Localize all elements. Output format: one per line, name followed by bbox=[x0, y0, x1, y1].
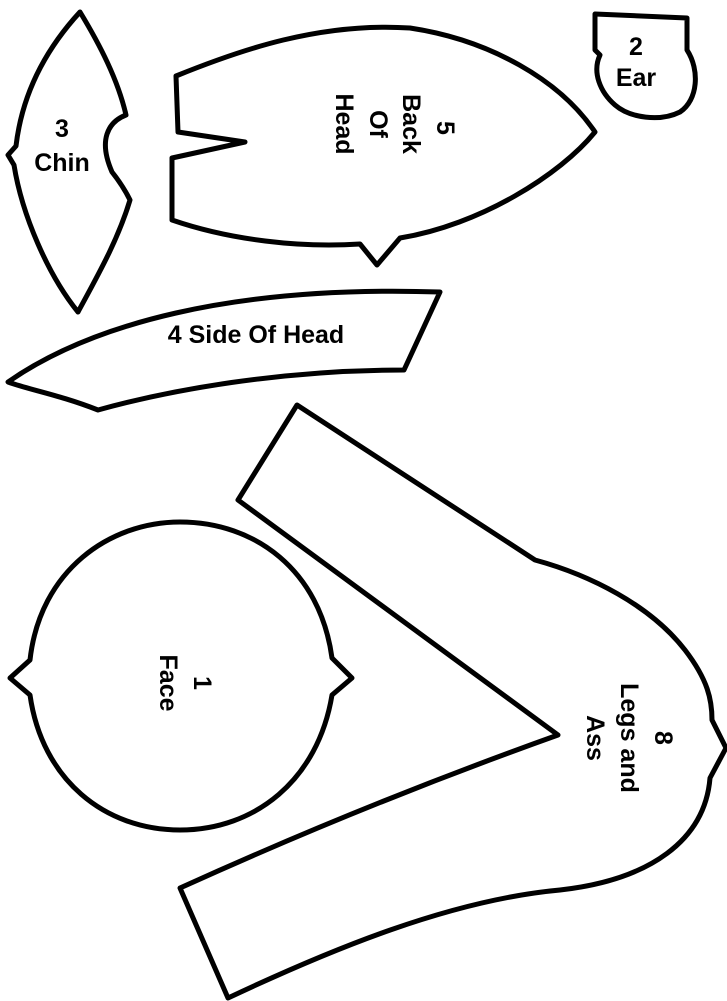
piece-legs-and-ass: 8 Legs and Ass bbox=[177, 402, 727, 1001]
legs-and-ass-number: 8 bbox=[649, 731, 677, 745]
back-of-head-line1: Back bbox=[397, 94, 425, 154]
ear-number: 2 bbox=[629, 33, 643, 61]
legs-and-ass-line2: Ass bbox=[581, 715, 609, 761]
side-of-head-label: 4 Side Of Head bbox=[168, 321, 344, 349]
face-outline bbox=[7, 519, 355, 833]
ear-name: Ear bbox=[616, 64, 657, 92]
face-number: 1 bbox=[188, 676, 216, 690]
chin-number: 3 bbox=[55, 115, 69, 143]
legs-and-ass-line1: Legs and bbox=[615, 683, 643, 793]
piece-face: 1 Face bbox=[7, 519, 355, 833]
piece-side-of-head: 4 Side Of Head bbox=[5, 288, 443, 413]
back-of-head-outline bbox=[169, 24, 598, 268]
piece-chin: 3 Chin bbox=[5, 9, 133, 315]
back-of-head-number: 5 bbox=[431, 121, 459, 135]
face-name: Face bbox=[154, 655, 182, 712]
ear-outline bbox=[592, 11, 698, 121]
chin-outline bbox=[5, 9, 133, 315]
back-of-head-line3: Head bbox=[330, 93, 358, 154]
legs-and-ass-outline bbox=[177, 402, 727, 1001]
side-of-head-outline bbox=[5, 288, 443, 413]
chin-name: Chin bbox=[34, 149, 90, 177]
piece-back-of-head: 5 Back Of Head bbox=[169, 24, 598, 268]
piece-ear: 2 Ear bbox=[592, 11, 698, 121]
back-of-head-line2: Of bbox=[364, 110, 392, 138]
